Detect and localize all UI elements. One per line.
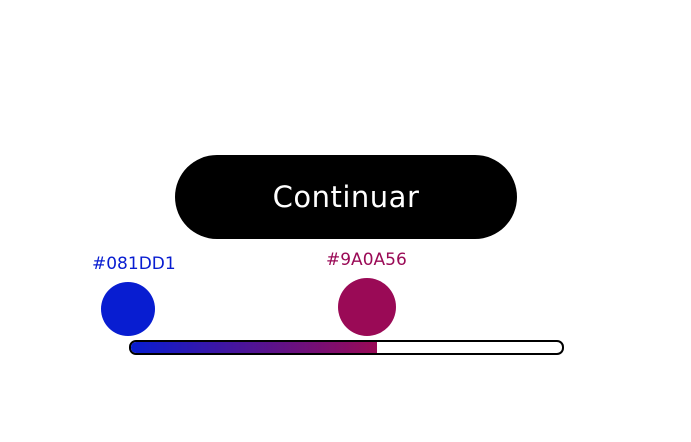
end-color-label: #9A0A56 bbox=[326, 250, 407, 270]
start-color-swatch[interactable] bbox=[101, 282, 155, 336]
progress-fill bbox=[131, 342, 377, 353]
start-color-label: #081DD1 bbox=[92, 254, 176, 274]
continue-button[interactable]: Continuar bbox=[175, 155, 517, 239]
end-color-swatch[interactable] bbox=[338, 278, 396, 336]
progress-track[interactable] bbox=[129, 340, 564, 355]
